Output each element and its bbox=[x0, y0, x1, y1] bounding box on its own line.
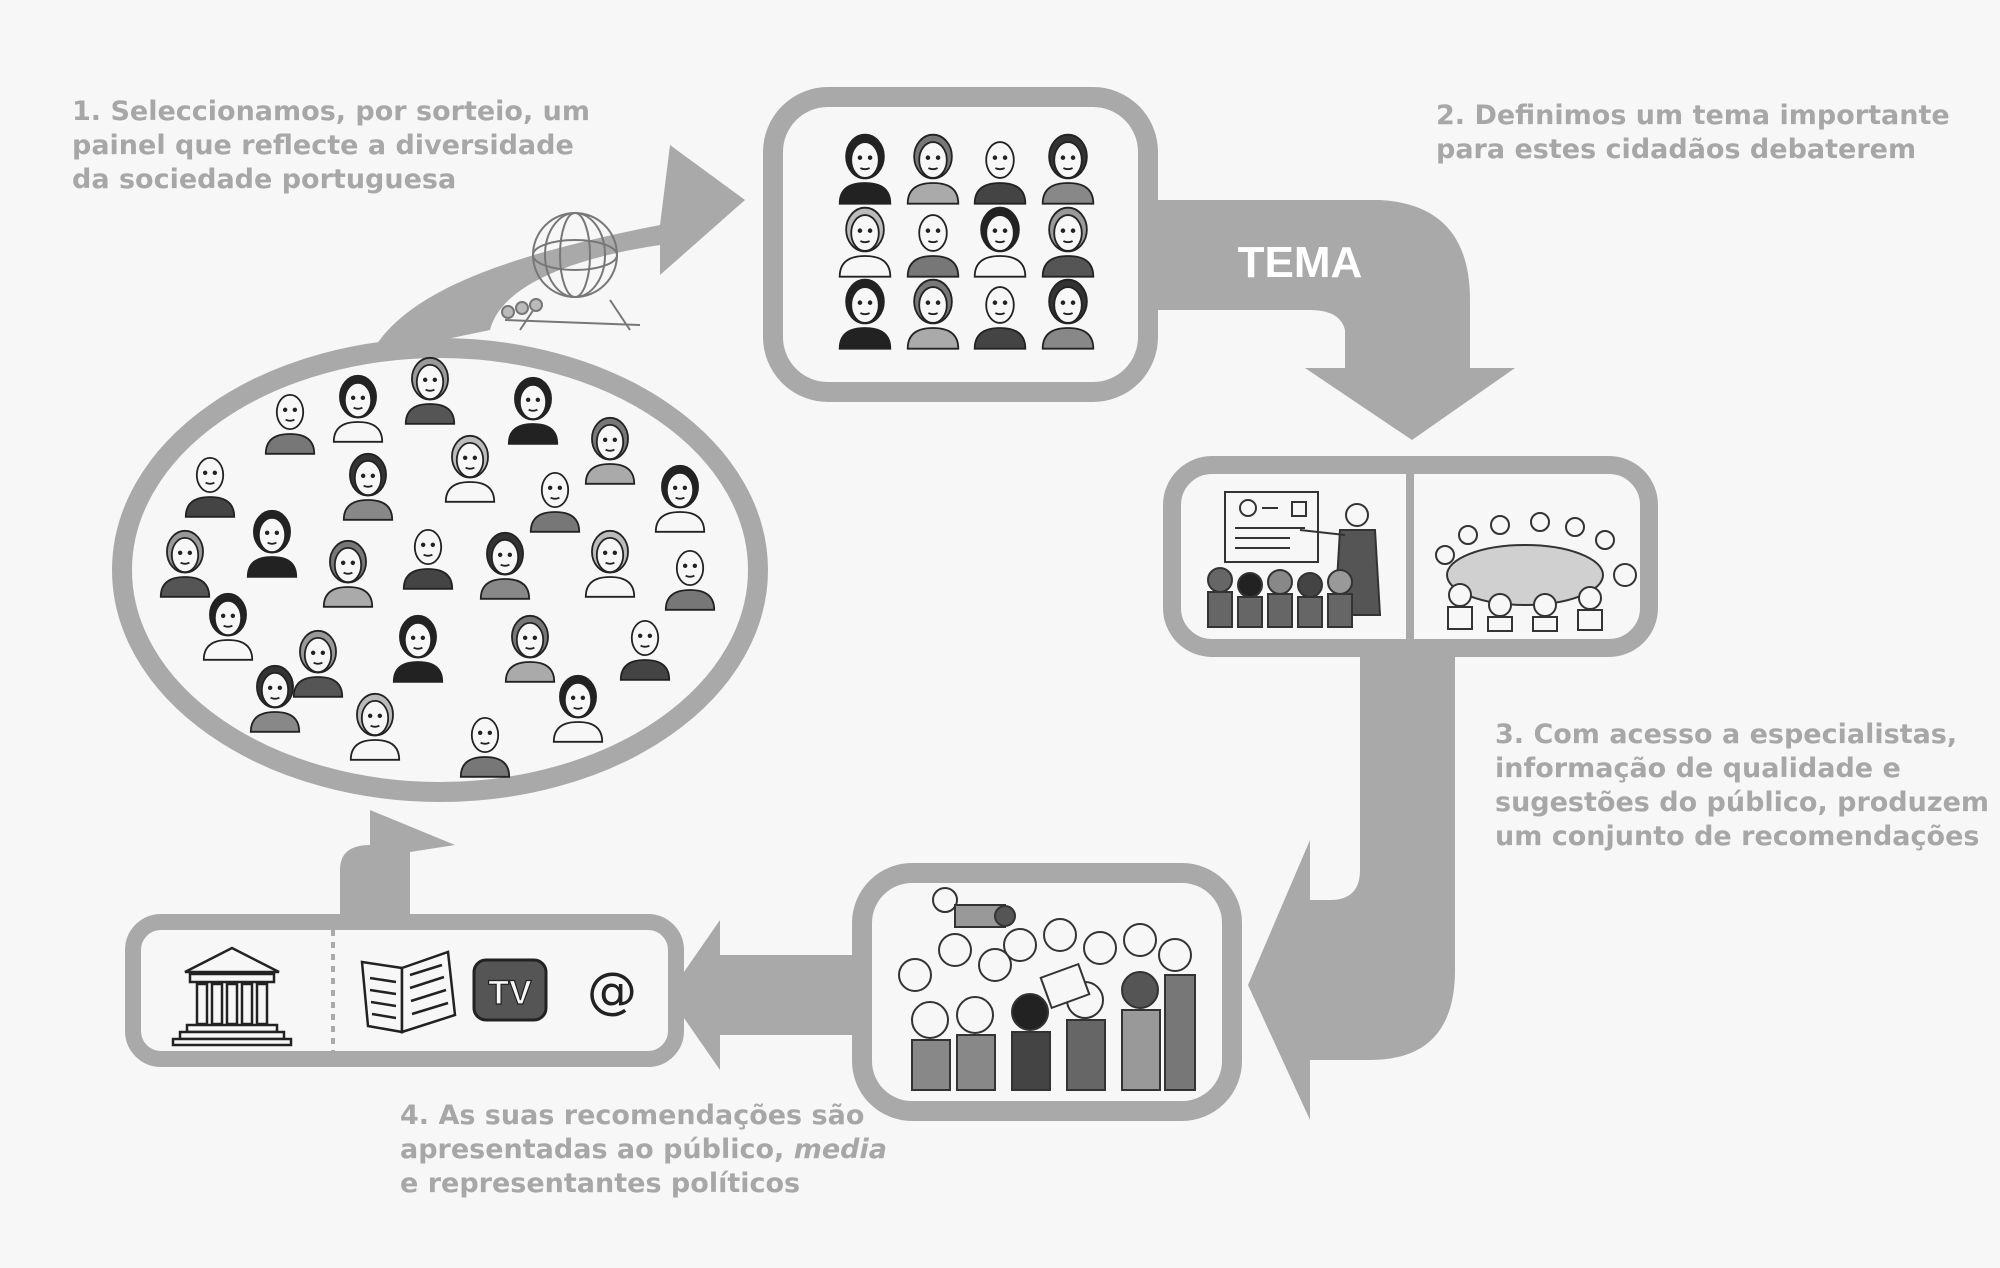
citizen-face bbox=[249, 664, 301, 733]
citizen-face bbox=[459, 716, 511, 778]
citizen-face bbox=[654, 464, 706, 533]
citizen-face bbox=[402, 528, 454, 590]
step-3-line-3: sugestões do público, produzem bbox=[1495, 787, 1990, 818]
step-1-line-3: da sociedade portuguesa bbox=[72, 164, 457, 195]
panel-member-face bbox=[906, 278, 960, 350]
step-1-line-2: painel que reflecte a diversidade bbox=[72, 130, 574, 161]
arrow-to-media bbox=[668, 920, 860, 1070]
citizen-face bbox=[664, 549, 716, 611]
arrow-to-population bbox=[340, 810, 455, 925]
step-4-line-2: apresentadas ao público, media bbox=[400, 1133, 887, 1167]
panel-member-face bbox=[1041, 206, 1095, 278]
step-2-line-1: 2. Definimos um tema importante bbox=[1436, 100, 1950, 131]
step-3-line-2: informação de qualidade e bbox=[1495, 753, 1901, 784]
step-4-line-2-start: apresentadas ao público, bbox=[400, 1134, 794, 1165]
step-4-caption: 4. As suas recomendações são apresentada… bbox=[400, 1099, 887, 1201]
step-2-line-2: para estes cidadãos debaterem bbox=[1436, 134, 1917, 165]
citizen-face bbox=[552, 674, 604, 743]
camera-operator bbox=[932, 887, 1016, 928]
citizen-face bbox=[584, 416, 636, 485]
panel-member-face bbox=[1041, 278, 1095, 350]
citizen-face bbox=[444, 434, 496, 503]
newspaper-icon bbox=[360, 950, 457, 1034]
arrow-tema bbox=[1150, 200, 1515, 440]
citizen-face bbox=[619, 619, 671, 681]
tema-label: TEMA bbox=[1238, 238, 1363, 287]
panel-member-face bbox=[838, 206, 892, 278]
citizen-face bbox=[202, 592, 254, 661]
panel-member-face bbox=[1041, 133, 1095, 205]
arrow-to-presentation bbox=[1248, 640, 1455, 1120]
panel-member-face bbox=[973, 141, 1027, 205]
lottery-drum-icon bbox=[501, 212, 641, 331]
citizen-face bbox=[159, 529, 211, 598]
web-at-icon: @ bbox=[587, 962, 637, 1020]
citizen-face bbox=[404, 356, 456, 425]
step-2-caption: 2. Definimos um tema importante para est… bbox=[1436, 99, 1950, 167]
tv-icon: TV bbox=[472, 958, 548, 1022]
citizen-face bbox=[342, 452, 394, 521]
arrow-to-panel bbox=[370, 145, 745, 355]
panel-member-face bbox=[906, 133, 960, 205]
step-3-line-4: um conjunto de recomendações bbox=[1495, 821, 1980, 852]
citizen-face bbox=[529, 471, 581, 533]
panel-member-face bbox=[838, 133, 892, 205]
expert-presentation-scene bbox=[1207, 491, 1382, 628]
step-1-line-1: 1. Seleccionamos, por sorteio, um bbox=[72, 96, 590, 127]
citizen-face bbox=[392, 614, 444, 683]
press-crowd-scene bbox=[898, 887, 1196, 1091]
panel-member-face bbox=[906, 214, 960, 278]
step-4-line-2-italic: media bbox=[793, 1134, 887, 1165]
citizen-face bbox=[349, 692, 401, 761]
step-1-caption: 1. Seleccionamos, por sorteio, um painel… bbox=[72, 95, 590, 197]
recommendations-paper bbox=[1039, 962, 1091, 1010]
citizen-face bbox=[264, 393, 316, 455]
population-faces bbox=[159, 356, 716, 778]
step-3-line-1: 3. Com acesso a especialistas, bbox=[1495, 719, 1958, 750]
citizen-face bbox=[292, 629, 344, 698]
flow-arrows bbox=[340, 145, 1515, 1120]
citizen-face bbox=[507, 376, 559, 445]
audience bbox=[1207, 567, 1353, 628]
panel-member-face bbox=[973, 286, 1027, 350]
citizen-face bbox=[479, 531, 531, 600]
citizen-face bbox=[322, 539, 374, 608]
citizen-face bbox=[332, 374, 384, 443]
panel-faces bbox=[838, 133, 1095, 350]
round-table bbox=[1446, 544, 1604, 606]
panel-member-face bbox=[973, 206, 1027, 278]
tv-label: TV bbox=[488, 974, 532, 1012]
step-4-line-3: e representantes políticos bbox=[400, 1168, 801, 1199]
parliament-icon bbox=[171, 946, 293, 1047]
panel-member-face bbox=[838, 278, 892, 350]
round-table-scene bbox=[1435, 512, 1637, 632]
citizen-face bbox=[184, 456, 236, 518]
citizen-face bbox=[584, 529, 636, 598]
step-3-caption: 3. Com acesso a especialistas, informaçã… bbox=[1495, 718, 1989, 854]
citizen-face bbox=[246, 509, 298, 578]
step-4-line-1: 4. As suas recomendações são bbox=[400, 1100, 865, 1131]
citizen-face bbox=[504, 614, 556, 683]
